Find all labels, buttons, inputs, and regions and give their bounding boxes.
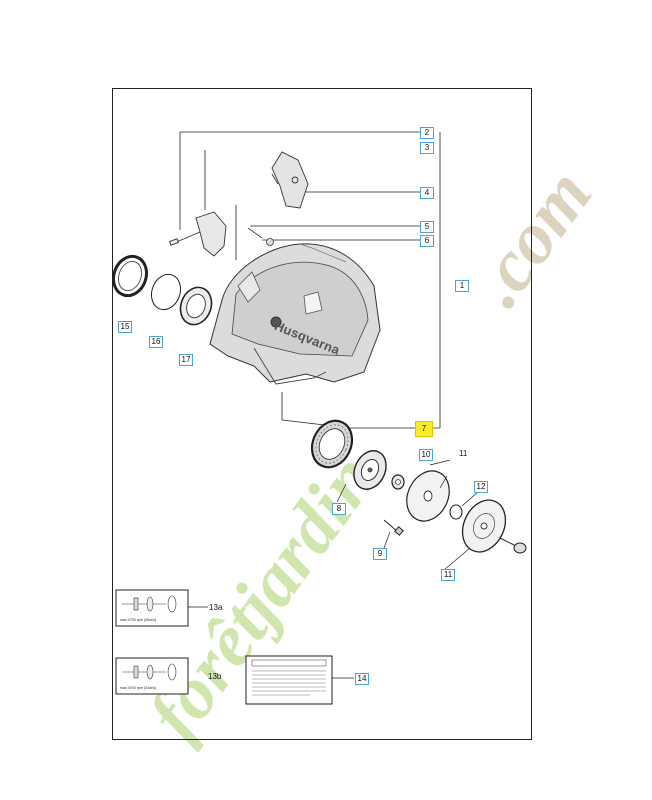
warning-decal-14 <box>245 655 354 705</box>
callout-8: 8 <box>332 503 346 515</box>
callout-13b: 13b <box>208 672 222 681</box>
callout-11-upper: 11 <box>459 449 468 458</box>
callout-17: 17 <box>179 354 193 366</box>
callout-9: 9 <box>373 548 387 560</box>
ring-15 <box>111 254 149 298</box>
callout-12: 12 <box>474 481 488 493</box>
decal-13a-text: max 4700 rpm (40m/s) <box>120 618 157 622</box>
callout-13a: 13a <box>209 603 223 612</box>
callout-6: 6 <box>420 235 434 247</box>
decal-13b-text: max 4700 rpm (31m/s) <box>120 686 157 690</box>
clip-part <box>168 211 227 257</box>
callout-14: 14 <box>355 673 369 685</box>
washer-16 <box>150 273 182 311</box>
bearing-17 <box>179 286 213 326</box>
callout-7: 7 <box>415 421 433 437</box>
callout-15: 15 <box>118 321 132 333</box>
callout-1: 1 <box>455 280 469 292</box>
callout-2: 2 <box>420 127 434 139</box>
bolt <box>499 537 527 554</box>
callout-16: 16 <box>149 336 163 348</box>
callout-5: 5 <box>420 221 434 233</box>
decal-13b <box>115 657 189 695</box>
callout-3: 3 <box>420 142 434 154</box>
disc-11-upper <box>406 470 450 522</box>
flange-8 <box>353 450 387 490</box>
screws <box>247 227 274 246</box>
callout-4: 4 <box>420 187 434 199</box>
diagram-frame <box>112 88 532 740</box>
disc-11-lower <box>461 499 507 553</box>
blade-guard <box>209 243 381 385</box>
callout-11-lower: 11 <box>441 569 455 581</box>
nut-10 <box>391 474 405 490</box>
clamp-part <box>271 151 309 209</box>
screw-9 <box>383 519 404 536</box>
bearing-7 <box>310 419 354 469</box>
decal-13a <box>115 589 208 627</box>
callout-10: 10 <box>419 449 433 461</box>
washer-12 <box>449 504 463 520</box>
